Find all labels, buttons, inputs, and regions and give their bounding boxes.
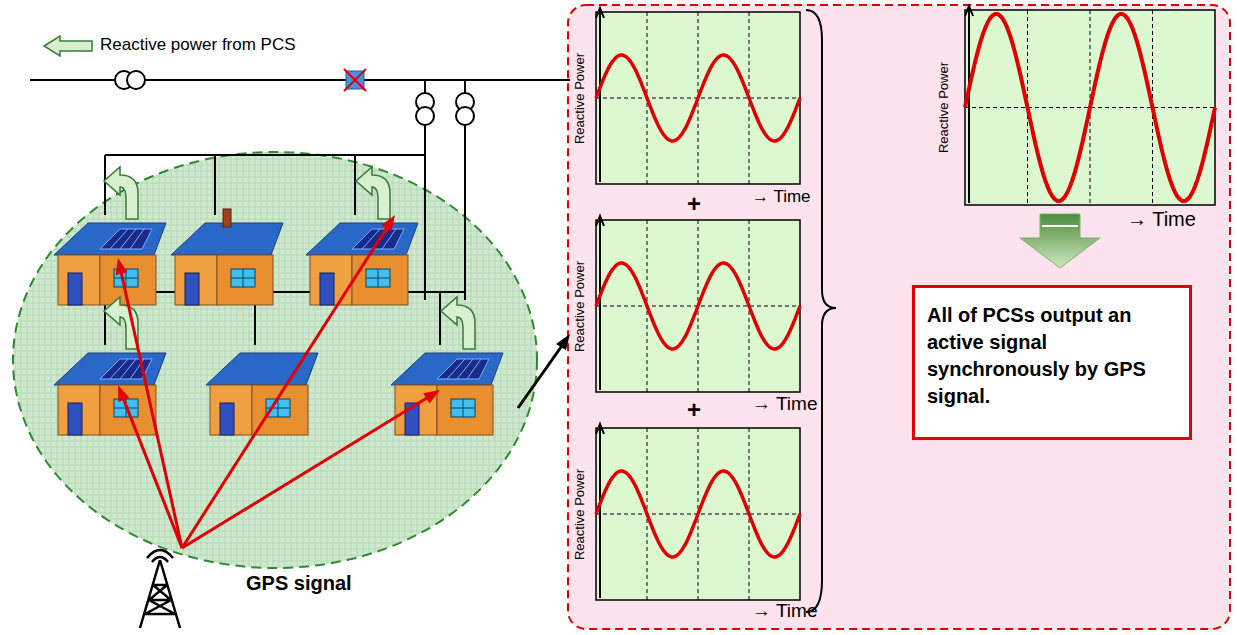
plot-area [596, 220, 800, 392]
gps-label: GPS signal [246, 572, 352, 595]
solar-panel [437, 359, 489, 379]
panel-grid [110, 229, 128, 249]
grid-line [596, 12, 800, 184]
grid-line [965, 10, 1215, 205]
plot-area [965, 10, 1215, 205]
axis-label: Reactive Power [572, 468, 587, 559]
door [185, 273, 199, 305]
window [266, 399, 290, 417]
solar-panel [100, 229, 152, 249]
pointer-head [556, 334, 570, 350]
reactive-arrow [104, 167, 138, 219]
graph-region [568, 5, 1230, 629]
plus-sign: + [687, 396, 701, 424]
waveform-plot [596, 424, 800, 600]
window-bar [231, 269, 255, 287]
panel-grid [110, 359, 128, 379]
plot-area [596, 428, 800, 600]
house [391, 297, 503, 435]
axis-label: Reactive Power [936, 61, 951, 152]
panel-grid [467, 359, 481, 379]
legend-arrow [44, 36, 92, 56]
sine-wave [965, 14, 1215, 201]
gps-ray-head [381, 215, 395, 232]
waveform-plot [596, 216, 800, 392]
panel-grid [130, 229, 144, 249]
reactive-arrow [356, 167, 390, 219]
panel-grid [120, 229, 136, 249]
reactive-arrow [441, 297, 475, 349]
chimney [223, 209, 231, 227]
wall [352, 255, 408, 305]
wall [210, 385, 252, 435]
gps-ray-head [116, 258, 128, 275]
pointer [518, 340, 566, 408]
panel-grid [457, 359, 473, 379]
panel-grid [447, 359, 465, 379]
window-bar [366, 269, 390, 287]
wall [58, 255, 100, 305]
wall [310, 255, 352, 305]
gps-ray [121, 270, 182, 548]
roof [206, 353, 318, 385]
plot-area [596, 12, 800, 184]
door [68, 403, 82, 435]
note-box: All of PCSs output an active signal sync… [912, 285, 1192, 440]
gps-ray-head [423, 390, 440, 403]
result-arrow-stripe [1042, 225, 1078, 227]
door [320, 273, 334, 305]
note-text: All of PCSs output an active signal sync… [927, 302, 1177, 410]
door [220, 403, 234, 435]
axis-label: Reactive Power [572, 260, 587, 351]
wall [58, 385, 100, 435]
window [451, 399, 475, 417]
legend-text: Reactive power from PCS [100, 35, 296, 55]
house [306, 167, 418, 305]
roof [391, 353, 503, 385]
axis-label: → Time [1127, 208, 1196, 231]
gps-ray [122, 396, 182, 548]
breaker-open [344, 69, 366, 91]
window [366, 269, 390, 287]
gps-tower [140, 550, 180, 628]
result-arrow [1020, 214, 1100, 268]
gps-ray [182, 396, 430, 548]
plus-sign: + [687, 190, 701, 218]
axis-label: → Time [752, 187, 811, 207]
sum-brace [806, 10, 836, 612]
door [68, 273, 82, 305]
window [231, 269, 255, 287]
panel-grid [362, 229, 380, 249]
waveform-plot [965, 6, 1215, 205]
grid-area [13, 152, 537, 568]
gps-ray-head [118, 385, 129, 402]
axis-label: → Time [752, 393, 817, 415]
window-bar [266, 399, 290, 417]
roof [54, 353, 166, 385]
sine-wave [596, 263, 800, 349]
axis-label: Reactive Power [572, 52, 587, 143]
window-bar [451, 399, 475, 417]
wall [437, 385, 493, 435]
grid-line [596, 220, 800, 392]
roof [306, 223, 418, 255]
house [54, 167, 166, 305]
sine-wave [596, 55, 800, 141]
sine-wave [596, 471, 800, 557]
house [54, 297, 166, 435]
gps-ray [182, 225, 389, 548]
roof [54, 223, 166, 255]
wall [175, 255, 217, 305]
grid-line [596, 428, 800, 600]
roof [171, 223, 283, 255]
gps-rays [116, 215, 440, 548]
wall [217, 255, 273, 305]
panel-grid [120, 359, 136, 379]
house [171, 209, 283, 305]
axis-label: → Time [752, 600, 817, 622]
waveform-plot [596, 8, 800, 184]
